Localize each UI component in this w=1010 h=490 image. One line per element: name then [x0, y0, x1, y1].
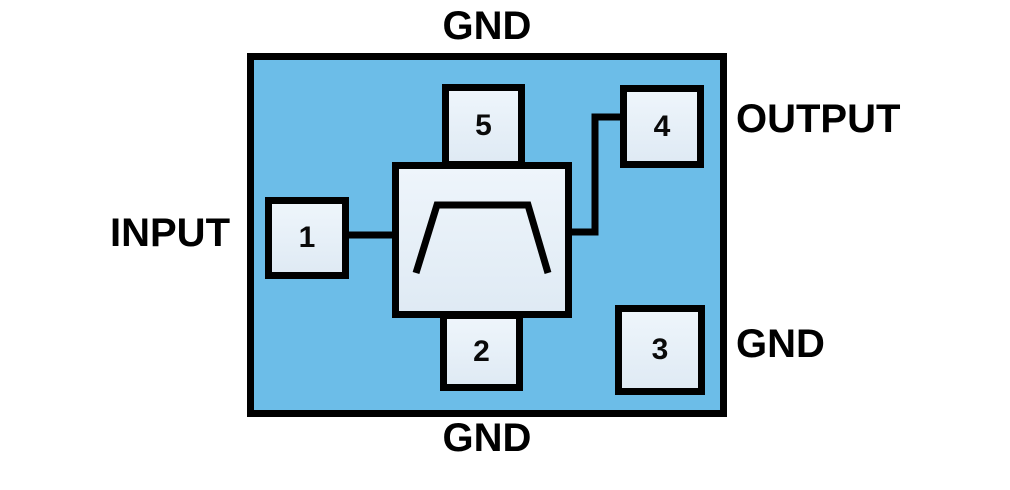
pin-4-number: 4: [653, 109, 671, 143]
pin-2-number: 2: [473, 334, 490, 368]
gnd-bottom-label: GND: [442, 416, 532, 460]
pin-1-pad: 1: [265, 197, 349, 279]
gnd-right-label: GND: [736, 322, 825, 366]
input-label: INPUT: [110, 211, 230, 255]
pin-5-pad: 5: [442, 84, 525, 168]
gnd-top-label: GND: [442, 4, 532, 48]
pin-2-pad: 2: [440, 312, 523, 391]
pin-1-number: 1: [298, 221, 316, 254]
pin-5-number: 5: [475, 109, 492, 142]
pin-3-number: 3: [651, 333, 669, 366]
output-label: OUTPUT: [736, 97, 901, 141]
pin-3-pad: 3: [615, 305, 705, 395]
pin-4-pad: 4: [620, 85, 704, 168]
filter-element-box: [392, 162, 572, 318]
